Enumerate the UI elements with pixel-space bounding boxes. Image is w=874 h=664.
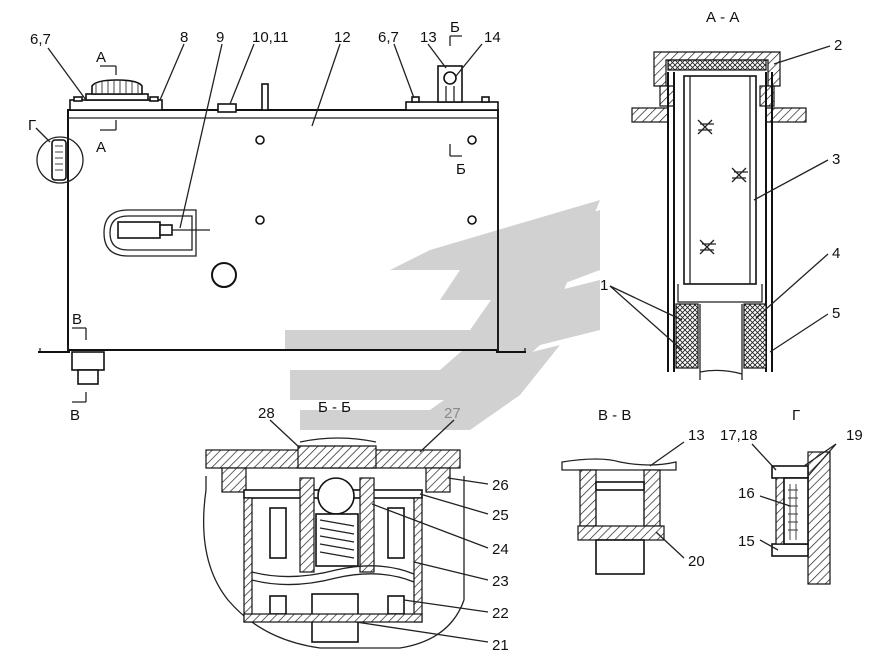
logo-watermark-icon bbox=[285, 200, 600, 430]
detail-g bbox=[751, 443, 837, 585]
cut-v-top: В bbox=[72, 311, 82, 328]
callout-6-7-left: 6,7 bbox=[30, 31, 51, 48]
cut-a-bottom: А bbox=[96, 139, 106, 156]
callout-8: 8 bbox=[180, 29, 188, 46]
callout-12: 12 bbox=[334, 29, 351, 46]
callout-9: 9 bbox=[216, 29, 224, 46]
callout-15: 15 bbox=[738, 533, 755, 550]
cut-b-top: Б bbox=[450, 19, 460, 36]
cut-b-side: Б bbox=[456, 161, 466, 178]
section-b-b bbox=[203, 419, 489, 649]
callout-25: 25 bbox=[492, 507, 509, 524]
callout-6-7-right: 6,7 bbox=[378, 29, 399, 46]
cut-marks: А А Б Б В В Г bbox=[28, 19, 466, 424]
callouts-detail-g: 17,18 19 16 15 bbox=[720, 427, 863, 550]
callout-21: 21 bbox=[492, 637, 509, 654]
callout-26: 26 bbox=[492, 477, 509, 494]
callouts-section-a-a: 2 3 4 1 5 bbox=[600, 37, 842, 322]
callout-13: 13 bbox=[420, 29, 437, 46]
cut-g-side: Г bbox=[28, 117, 36, 134]
title-g: Г bbox=[792, 407, 800, 424]
tank-main-view bbox=[35, 35, 526, 403]
section-a-a bbox=[609, 45, 831, 380]
callout-28: 28 bbox=[258, 405, 275, 422]
callout-14: 14 bbox=[484, 29, 501, 46]
callout-27: 27 bbox=[444, 405, 461, 422]
cut-v-bottom: В bbox=[70, 407, 80, 424]
title-v-v: В - В bbox=[598, 407, 631, 424]
callout-17-18: 17,18 bbox=[720, 427, 758, 444]
callout-3: 3 bbox=[832, 151, 840, 168]
callouts-section-v-v: 13 20 bbox=[688, 427, 705, 570]
callout-22: 22 bbox=[492, 605, 509, 622]
callout-2: 2 bbox=[834, 37, 842, 54]
callout-5: 5 bbox=[832, 305, 840, 322]
title-b-b: Б - Б bbox=[318, 399, 351, 416]
callouts-section-b-b: 28 27 26 25 24 23 22 21 bbox=[258, 405, 509, 654]
callout-4: 4 bbox=[832, 245, 840, 262]
callout-16: 16 bbox=[738, 485, 755, 502]
callout-1: 1 bbox=[600, 277, 608, 294]
section-v-v bbox=[561, 441, 685, 575]
callout-23: 23 bbox=[492, 573, 509, 590]
callout-13-vv: 13 bbox=[688, 427, 705, 444]
cut-a-top: А bbox=[96, 49, 106, 66]
callout-19: 19 bbox=[846, 427, 863, 444]
callout-24: 24 bbox=[492, 541, 509, 558]
callout-10-11: 10,11 bbox=[252, 29, 288, 46]
callout-20: 20 bbox=[688, 553, 705, 570]
callouts-main: 6,7 8 9 10,11 12 6,7 13 14 bbox=[30, 29, 501, 48]
section-titles: А - А Б - Б В - В Г bbox=[318, 9, 800, 424]
title-a-a: А - А bbox=[706, 9, 739, 26]
